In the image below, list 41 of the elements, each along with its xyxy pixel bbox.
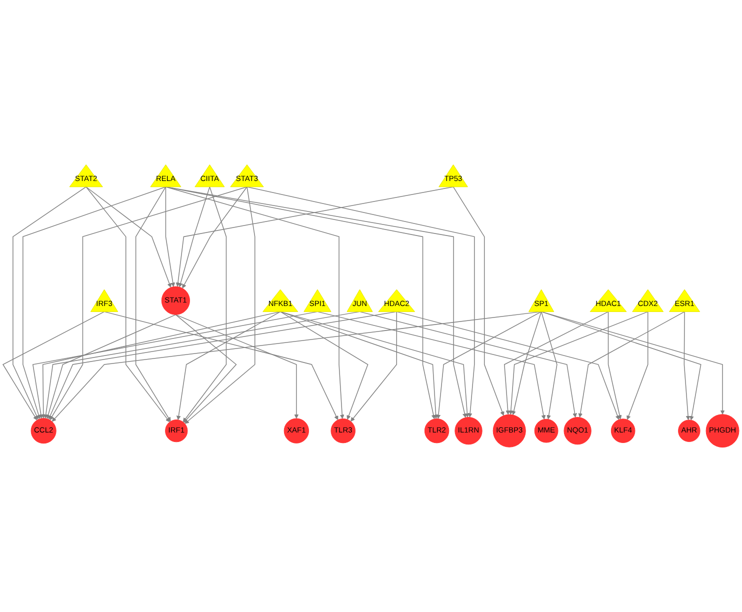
arrow bbox=[540, 311, 725, 415]
arrow bbox=[684, 311, 690, 420]
arrow bbox=[176, 186, 454, 287]
arrow bbox=[165, 186, 344, 419]
arrow bbox=[12, 186, 86, 420]
arrow bbox=[359, 311, 577, 418]
arrow bbox=[86, 186, 172, 288]
arrow bbox=[608, 311, 622, 420]
arrow bbox=[104, 311, 338, 420]
arrow bbox=[175, 314, 237, 423]
arrow bbox=[317, 311, 546, 420]
arrow bbox=[184, 186, 256, 424]
arrow bbox=[280, 311, 438, 419]
arrow bbox=[350, 311, 397, 422]
arrow bbox=[41, 311, 281, 418]
arrow bbox=[175, 314, 299, 419]
arrow bbox=[165, 186, 176, 287]
arrow bbox=[540, 311, 702, 420]
arrow bbox=[176, 311, 281, 420]
arrow bbox=[50, 186, 248, 420]
arrow bbox=[504, 311, 609, 415]
arrow bbox=[86, 186, 170, 422]
arrow bbox=[2, 311, 105, 420]
arrow bbox=[182, 186, 248, 288]
arrow bbox=[22, 186, 166, 420]
arrow bbox=[178, 186, 210, 288]
arrow bbox=[135, 186, 171, 422]
arrow bbox=[578, 311, 685, 418]
arrow bbox=[46, 314, 176, 419]
arrow bbox=[280, 311, 368, 420]
arrow bbox=[396, 311, 620, 420]
arrow bbox=[182, 186, 227, 422]
arrow bbox=[508, 311, 648, 415]
arrow bbox=[512, 311, 542, 416]
arrow bbox=[540, 311, 558, 420]
arrow bbox=[626, 311, 648, 420]
arrow bbox=[436, 311, 542, 419]
arrow bbox=[280, 311, 470, 418]
arrow bbox=[246, 186, 475, 418]
arrow bbox=[52, 311, 542, 422]
arrow bbox=[452, 186, 504, 416]
